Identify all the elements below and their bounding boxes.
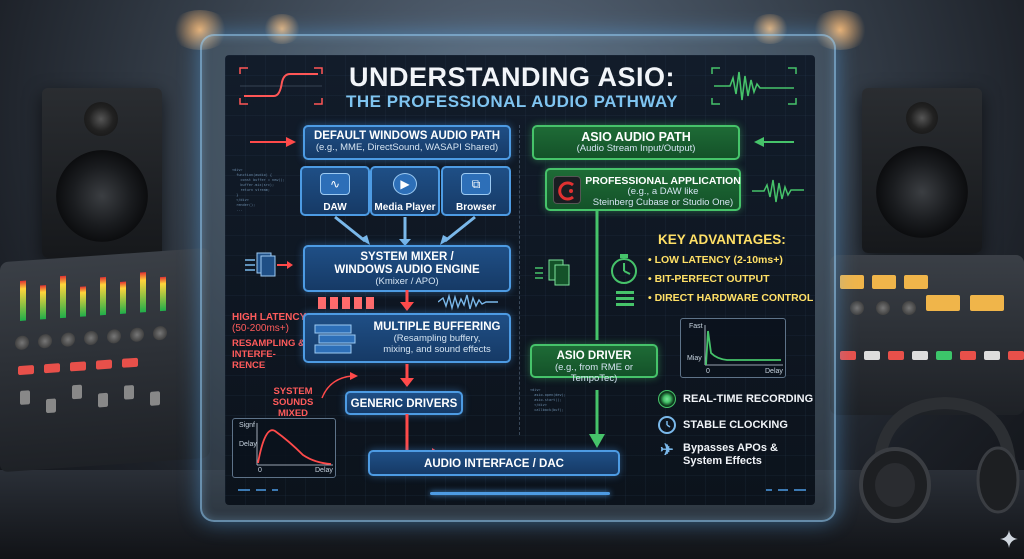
screen-corner-marks bbox=[766, 489, 806, 491]
play-icon: ▶ bbox=[393, 173, 417, 195]
generic-drivers-label: GENERIC DRIVERS bbox=[350, 398, 458, 410]
system-mixer-title: SYSTEM MIXER / bbox=[360, 251, 454, 263]
studio-monitor-right bbox=[862, 88, 982, 253]
broadcast-icon bbox=[658, 390, 676, 408]
chart-y-label: Delay bbox=[239, 441, 257, 448]
ceiling-light bbox=[750, 14, 790, 44]
red-down-arrow bbox=[400, 290, 414, 311]
chart-x-start: 0 bbox=[258, 467, 262, 474]
advantage-item: • DIRECT HARDWARE CONTROL bbox=[648, 292, 814, 304]
chart-y-label: Miay bbox=[687, 355, 702, 362]
resampling-label: RESAMPLING & INTERFE- RENCE bbox=[232, 338, 305, 371]
code-snippet: <div> asio.open(dev); asio.start(); </di… bbox=[530, 388, 566, 412]
latency-chart-right: Fast Miay 0 Delay bbox=[680, 318, 786, 378]
waveform-panel-right bbox=[711, 67, 797, 105]
green-stream-line bbox=[589, 210, 605, 448]
audio-interface-box[interactable]: AUDIO INTERFACE / DAC bbox=[368, 450, 620, 476]
page-subtitle: THE PROFESSIONAL AUDIO PATHWAY bbox=[345, 92, 679, 111]
professional-app-title: PROFESSIONAL APPLICATION bbox=[585, 175, 741, 187]
screen-corner-marks bbox=[238, 489, 278, 491]
browser-icon: ⧉ bbox=[461, 173, 491, 195]
app-daw[interactable]: ∿ DAW bbox=[300, 166, 370, 216]
professional-application-box[interactable]: PROFESSIONAL APPLICATION (e.g., a DAW li… bbox=[545, 168, 741, 211]
plane-icon: ✈ bbox=[660, 442, 674, 459]
feature-stable-clocking: STABLE CLOCKING bbox=[658, 416, 788, 434]
waveform-icon: ∿ bbox=[320, 173, 350, 195]
app-browser[interactable]: ⧉ Browser bbox=[441, 166, 511, 216]
file-transfer-icon bbox=[535, 259, 570, 286]
key-advantages-title: KEY ADVANTAGES: bbox=[658, 232, 786, 247]
mixing-console-left bbox=[0, 247, 210, 473]
system-mixer-box[interactable]: SYSTEM MIXER / WINDOWS AUDIO ENGINE (Kmi… bbox=[303, 245, 511, 292]
default-path-subtitle: (e.g., MME, DirectSound, WASAPI Shared) bbox=[315, 142, 499, 154]
advantage-item: • LOW LATENCY (2-10ms+) bbox=[648, 254, 783, 266]
system-mixer-title-2: WINDOWS AUDIO ENGINE bbox=[334, 264, 480, 277]
latency-curve-green bbox=[704, 325, 783, 366]
asio-driver-subtitle: (e.g., from RME or TempoTec) bbox=[554, 362, 634, 385]
stopwatch-icon bbox=[611, 254, 637, 284]
green-waveform bbox=[752, 179, 804, 203]
latency-chart-left: Signf Delay 0 Delay bbox=[232, 418, 336, 478]
feature-bypasses-apos: ✈ Bypasses APOs & System Effects bbox=[658, 442, 778, 468]
chart-x-label: Delay bbox=[315, 467, 333, 474]
system-sounds-label: SYSTEM SOUNDS MIXED bbox=[272, 386, 314, 419]
system-mixer-subtitle: (Kmixer / APO) bbox=[375, 276, 439, 288]
multiple-buffering-box[interactable]: MULTIPLE BUFFERING (Resampling buffery, … bbox=[303, 313, 511, 363]
ceiling-light bbox=[810, 10, 870, 50]
professional-app-subtitle-2: Steinberg Cubase or Studio One) bbox=[592, 196, 734, 208]
red-arrow-icon bbox=[250, 137, 296, 147]
multiple-buffering-title: MULTIPLE BUFFERING bbox=[373, 321, 501, 333]
ceiling-light bbox=[262, 14, 302, 44]
studio-monitor-left bbox=[42, 88, 162, 258]
chart-x-label: Delay bbox=[765, 368, 783, 375]
document-icon bbox=[245, 252, 293, 277]
default-windows-path-box[interactable]: DEFAULT WINDOWS AUDIO PATH (e.g., MME, D… bbox=[303, 125, 511, 160]
asio-path-subtitle: (Audio Stream Input/Output) bbox=[576, 143, 696, 155]
code-snippet: <div> function(audio) { const buffer = n… bbox=[232, 168, 285, 212]
audio-interface-label: AUDIO INTERFACE / DAC bbox=[424, 458, 564, 470]
red-down-arrow bbox=[400, 364, 414, 387]
multiple-buffering-subtitle: (Resampling buffery, bbox=[393, 333, 481, 345]
asio-driver-box[interactable]: ASIO DRIVER (e.g., from RME or TempoTec) bbox=[530, 344, 658, 384]
noise-waveform bbox=[438, 293, 498, 311]
sparkle-icon bbox=[1000, 530, 1018, 548]
path-divider bbox=[519, 125, 520, 435]
cubase-logo-icon bbox=[553, 176, 581, 204]
chart-top-label: Signf bbox=[239, 422, 255, 429]
clock-icon bbox=[658, 416, 676, 434]
headphones bbox=[859, 396, 1020, 523]
mixing-console-right bbox=[830, 255, 1024, 415]
asio-path-title: ASIO AUDIO PATH bbox=[581, 130, 691, 144]
converging-arrows bbox=[334, 215, 476, 246]
waveform-panel-left bbox=[239, 67, 323, 105]
stacked-bars-icon bbox=[616, 291, 634, 306]
default-path-title: DEFAULT WINDOWS AUDIO PATH bbox=[313, 130, 501, 142]
high-latency-label: HIGH LATENCY (50-200ms+) bbox=[232, 312, 307, 334]
green-arrow-icon bbox=[754, 137, 794, 147]
chart-top-label: Fast bbox=[689, 323, 703, 330]
asio-driver-title: ASIO DRIVER bbox=[556, 350, 632, 362]
advantage-item: • BIT-PERFECT OUTPUT bbox=[648, 273, 770, 285]
asio-path-box[interactable]: ASIO AUDIO PATH (Audio Stream Input/Outp… bbox=[532, 125, 740, 160]
multiple-buffering-subtitle-2: mixing, and sound effects bbox=[383, 344, 491, 356]
buffer-stack-icon bbox=[314, 324, 356, 354]
buffer-file-icons bbox=[318, 297, 374, 309]
latency-curve-red bbox=[256, 423, 333, 466]
screen-footer-bar bbox=[430, 492, 610, 495]
chart-x-start: 0 bbox=[706, 368, 710, 375]
professional-app-subtitle: (e.g., a DAW like bbox=[627, 186, 699, 198]
generic-drivers-box[interactable]: GENERIC DRIVERS bbox=[345, 391, 463, 415]
app-media-player[interactable]: ▶ Media Player bbox=[370, 166, 440, 216]
feature-real-time-recording: REAL-TIME RECORDING bbox=[658, 390, 813, 408]
system-sounds-arrow bbox=[321, 372, 358, 399]
page-title: UNDERSTANDING ASIO: bbox=[349, 62, 675, 92]
